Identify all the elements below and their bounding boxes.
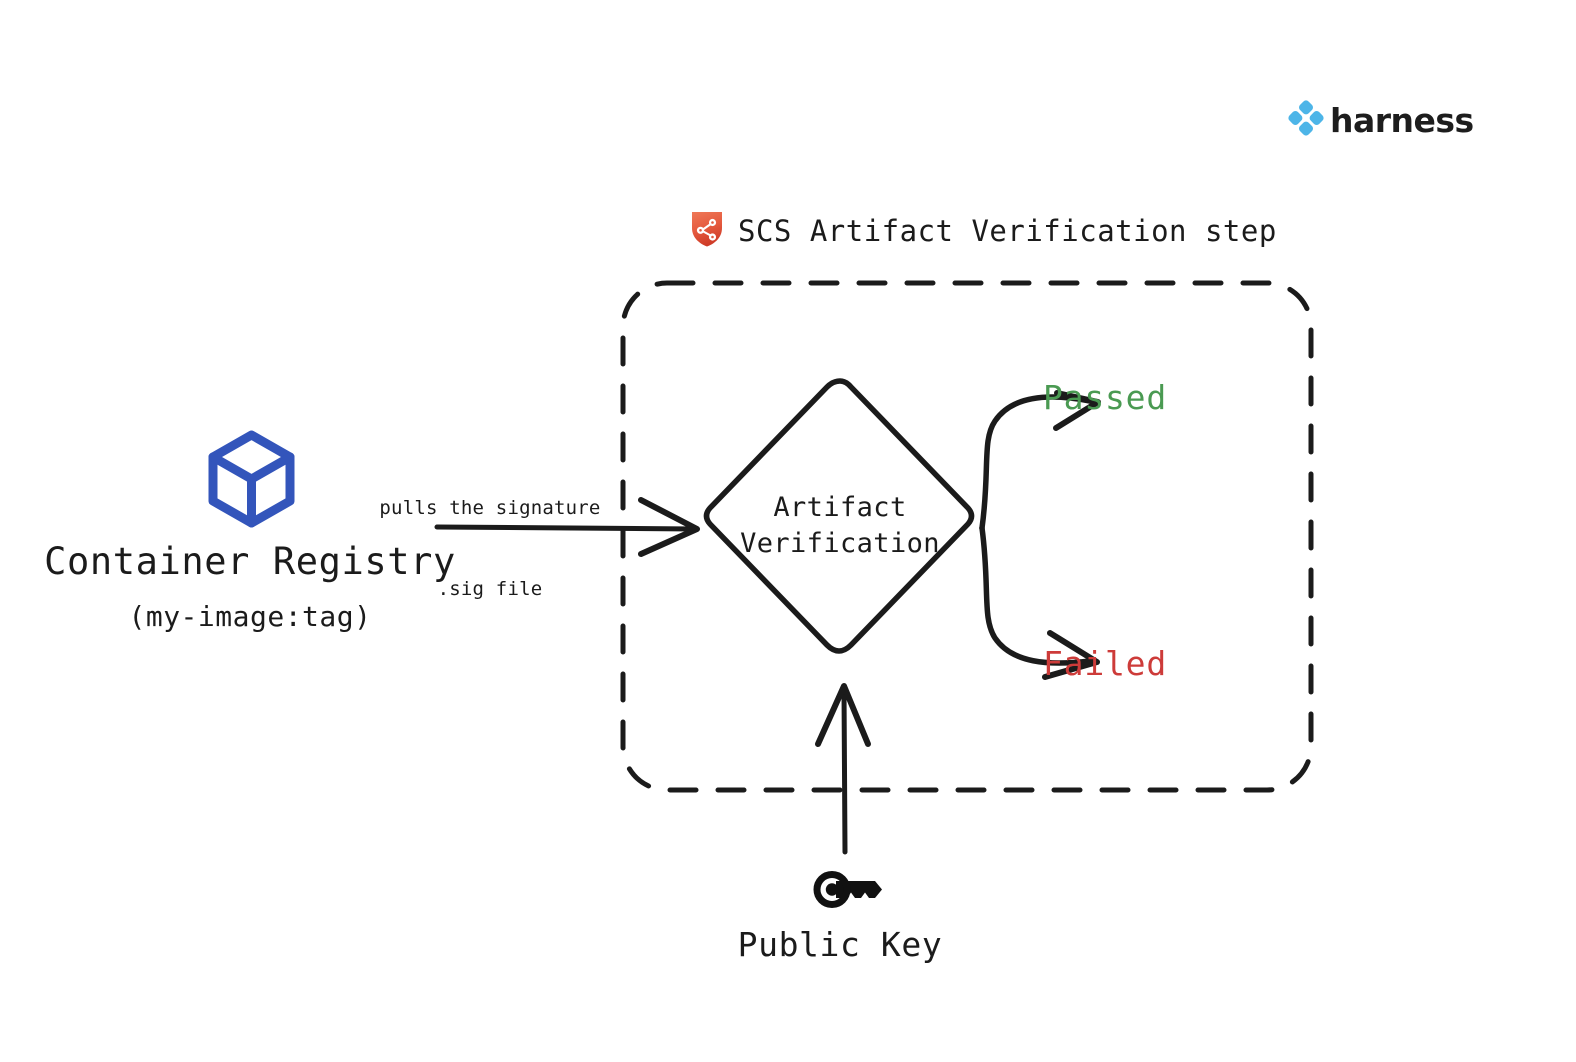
container-registry-title: Container Registry [44, 540, 456, 583]
arrow-registry-to-verification [434, 497, 700, 557]
key-icon [812, 868, 884, 916]
scs-step-boundary [620, 280, 1314, 793]
scs-step-header: SCS Artifact Verification step [690, 210, 1277, 252]
verification-node-label-line2: Verification [740, 528, 940, 559]
arrow-publickey-to-verification [815, 683, 871, 855]
verification-node-label-line1: Artifact [773, 492, 907, 523]
pull-signature-edge-label-line1: pulls the signature [379, 497, 601, 519]
scs-shield-icon [690, 210, 724, 252]
harness-diamond-logo-icon [1288, 100, 1324, 140]
outcome-passed-label: Passed [1043, 378, 1168, 417]
outcome-failed-label: Failed [1043, 644, 1168, 683]
scs-step-title: SCS Artifact Verification step [738, 214, 1277, 248]
pull-signature-edge-label: pulls the signature .sig file [330, 441, 650, 657]
harness-wordmark: harness [1330, 100, 1474, 140]
arrow-verification-to-passed [979, 390, 1101, 531]
container-registry-subtitle: (my-image:tag) [128, 600, 372, 633]
artifact-verification-diamond [703, 378, 975, 654]
arrow-verification-to-failed [979, 525, 1100, 680]
pull-signature-edge-label-line2: .sig file [437, 578, 543, 600]
public-key-label: Public Key [737, 925, 943, 964]
harness-logo: harness [1288, 100, 1474, 140]
container-cube-icon [204, 429, 299, 533]
